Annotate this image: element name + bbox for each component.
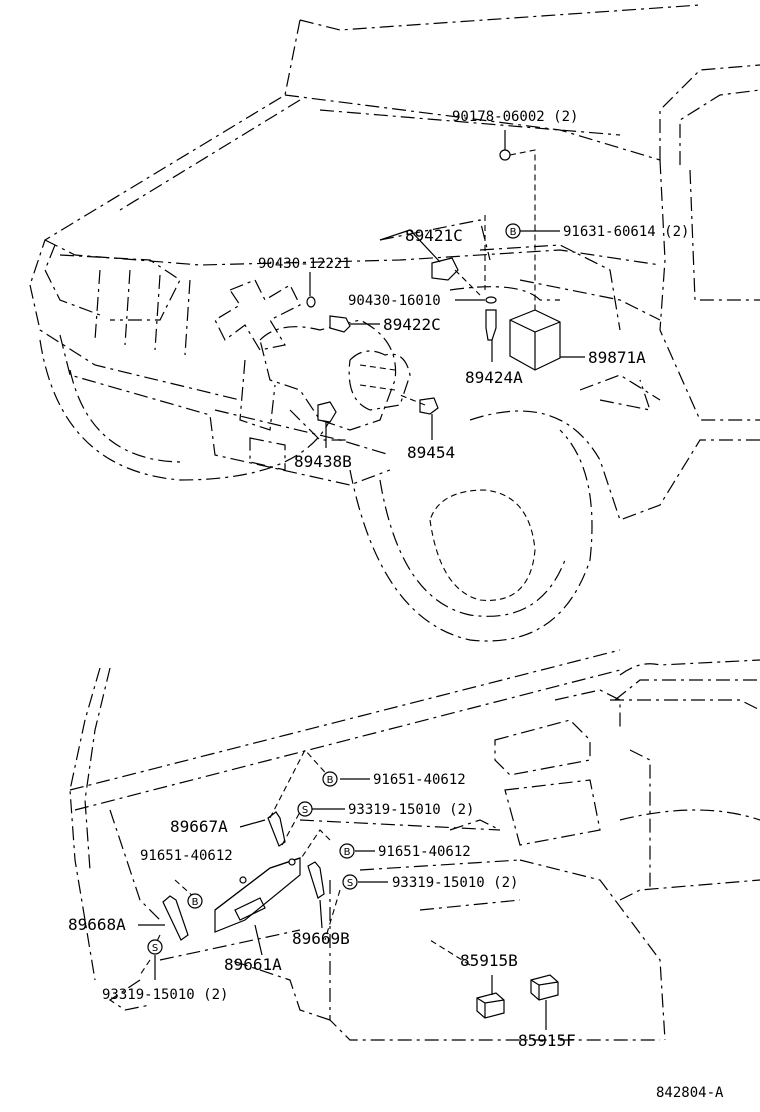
bracket-89667a-icon [267, 811, 286, 847]
nut-90178-icon [499, 149, 511, 161]
washer-90430-12221-icon [306, 296, 316, 308]
svg-text:B: B [192, 897, 199, 908]
svg-text:S: S [152, 943, 158, 954]
label-89422c: 89422C [383, 315, 441, 334]
sensor-89424a-icon [485, 309, 497, 341]
labels-upper: 90178-06002 (2) 91631-60614 (2) 89421C 9… [258, 109, 689, 471]
label-90430-12221: 90430-12221 [258, 256, 351, 272]
svg-text:B: B [327, 775, 334, 786]
label-85915b: 85915B [460, 951, 518, 970]
bolt-marker-2: B [339, 843, 355, 859]
label-89669b: 89669B [292, 929, 350, 948]
label-91631-60614: 91631-60614 (2) [563, 224, 689, 240]
sensor-89438b-icon [317, 401, 337, 423]
label-85915f: 85915F [518, 1031, 576, 1050]
bolt-marker-top: B [505, 223, 521, 239]
vehicle-front-illustration [29, 4, 760, 642]
leader-lines-lower [138, 749, 547, 1030]
markers-lower: B S B S B S [147, 771, 358, 955]
labels-lower: 91651-40612 93319-15010 (2) 89667A 91651… [68, 772, 576, 1050]
part-shapes-upper [306, 149, 561, 423]
bolt-marker-1: B [322, 771, 338, 787]
svg-text:S: S [302, 805, 308, 816]
relay-85915b-icon [476, 992, 505, 1019]
label-89454: 89454 [407, 443, 455, 462]
label-89438b: 89438B [294, 452, 352, 471]
sensor-89422c-icon [329, 315, 351, 333]
interior-illustration [69, 649, 760, 1041]
bolt-marker-3: B [187, 893, 203, 909]
label-89421c: 89421C [405, 226, 463, 245]
label-89667a: 89667A [170, 817, 228, 836]
bracket-89669b-icon [307, 861, 325, 899]
ecu-89661a-icon [214, 857, 301, 933]
label-91651-40612-left: 91651-40612 [140, 848, 233, 864]
figure-id: 842804-A [656, 1085, 724, 1101]
screw-marker-1: S [297, 801, 313, 817]
leader-lines-upper [309, 130, 585, 448]
label-93319-15010-bottom: 93319-15010 (2) [102, 987, 228, 1003]
sensor-89421c-icon [431, 257, 459, 281]
bracket-89668a-icon [162, 895, 189, 941]
label-91651-40612-mid: 91651-40612 [378, 844, 471, 860]
label-89668a: 89668A [68, 915, 126, 934]
label-89424a: 89424A [465, 368, 523, 387]
svg-text:B: B [344, 847, 351, 858]
relay-85915f-icon [530, 974, 559, 1001]
washer-90430-16010-icon [485, 296, 497, 304]
label-89871a: 89871A [588, 348, 646, 367]
svg-text:S: S [347, 878, 353, 889]
label-90178-06002: 90178-06002 (2) [452, 109, 578, 125]
label-93319-15010-top: 93319-15010 (2) [348, 802, 474, 818]
label-93319-15010-mid: 93319-15010 (2) [392, 875, 518, 891]
label-89661a: 89661A [224, 955, 282, 974]
screw-marker-3: S [147, 939, 163, 955]
bolt-marker-letter: B [510, 227, 517, 238]
screw-marker-2: S [342, 874, 358, 890]
label-90430-16010: 90430-16010 [348, 293, 441, 309]
sensor-89454-icon [419, 397, 439, 415]
label-91651-40612-top: 91651-40612 [373, 772, 466, 788]
part-shapes-lower [162, 811, 559, 1019]
